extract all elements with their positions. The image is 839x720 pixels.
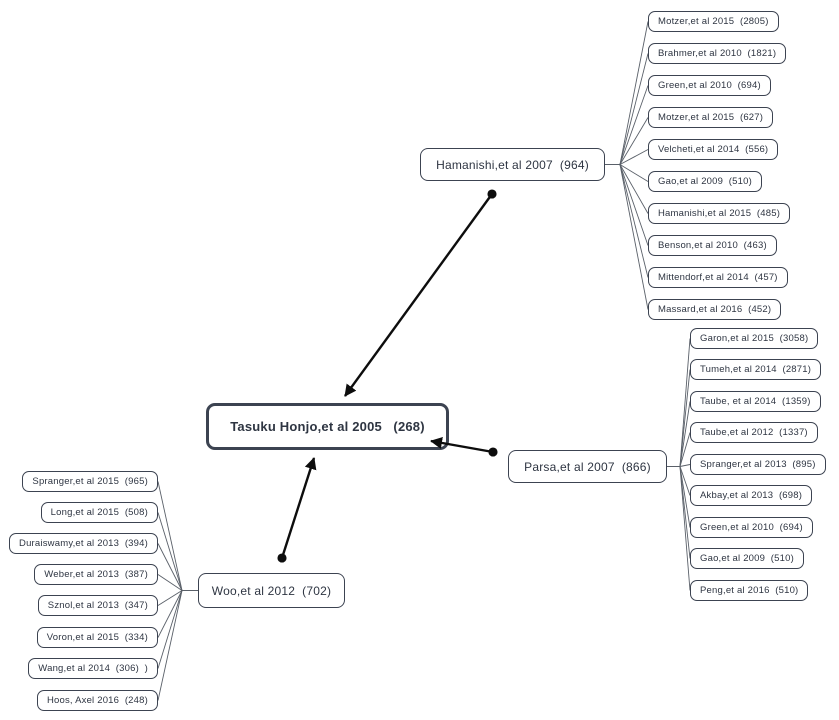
citation-node[interactable]: Motzer,et al 2015 (627) [648,107,774,128]
citation-node[interactable]: Gao,et al 2009 (510) [648,171,762,192]
citation-node[interactable]: Sznol,et al 2013 (347) [37,595,158,616]
citation-node[interactable]: Hamanishi,et al 2015 (485) [648,203,791,224]
citation-node[interactable]: Spranger,et al 2015 (965) [22,471,158,492]
parent-node-woo[interactable]: Woo,et al 2012 (702) [198,573,345,608]
citation-node[interactable]: Taube,et al 2012 (1337) [690,422,818,443]
citation-node[interactable]: Brahmer,et al 2010 (1821) [648,43,787,64]
citation-node[interactable]: Voron,et al 2015 (334) [36,627,158,648]
root-node[interactable]: Tasuku Honjo,et al 2005 (268) [206,403,449,450]
root-node-label: Tasuku Honjo,et al 2005 (268) [230,419,425,434]
citation-node[interactable]: Velcheti,et al 2014 (556) [648,139,779,160]
citation-node[interactable]: Green,et al 2010 (694) [648,75,771,96]
parent-node-hamanishi[interactable]: Hamanishi,et al 2007 (964) [420,148,605,181]
citation-node[interactable]: Green,et al 2010 (694) [690,517,813,538]
citation-node[interactable]: Akbay,et al 2013 (698) [690,485,813,506]
citation-node[interactable]: Duraiswamy,et al 2013 (394) [9,533,158,554]
citation-node[interactable]: Wang,et al 2014 (306) ) [28,658,158,679]
citation-node[interactable]: Peng,et al 2016 (510) [690,580,809,601]
citation-node[interactable]: Spranger,et al 2013 (895) [690,454,826,475]
citation-node[interactable]: Massard,et al 2016 (452) [648,299,782,320]
citation-node[interactable]: Gao,et al 2009 (510) [690,548,804,569]
citation-node[interactable]: Mittendorf,et al 2014 (457) [648,267,788,288]
citation-node[interactable]: Motzer,et al 2015 (2805) [648,11,779,32]
citation-node[interactable]: Hoos, Axel 2016 (248) [36,690,158,711]
citation-node[interactable]: Weber,et al 2013 (387) [34,564,158,585]
citation-node[interactable]: Taube, et al 2014 (1359) [690,391,821,412]
citation-node[interactable]: Tumeh,et al 2014 (2871) [690,359,822,380]
citation-node[interactable]: Garon,et al 2015 (3058) [690,328,819,349]
parent-node-parsa[interactable]: Parsa,et al 2007 (866) [508,450,667,483]
citation-node[interactable]: Benson,et al 2010 (463) [648,235,777,256]
citation-node[interactable]: Long,et al 2015 (508) [40,502,158,523]
